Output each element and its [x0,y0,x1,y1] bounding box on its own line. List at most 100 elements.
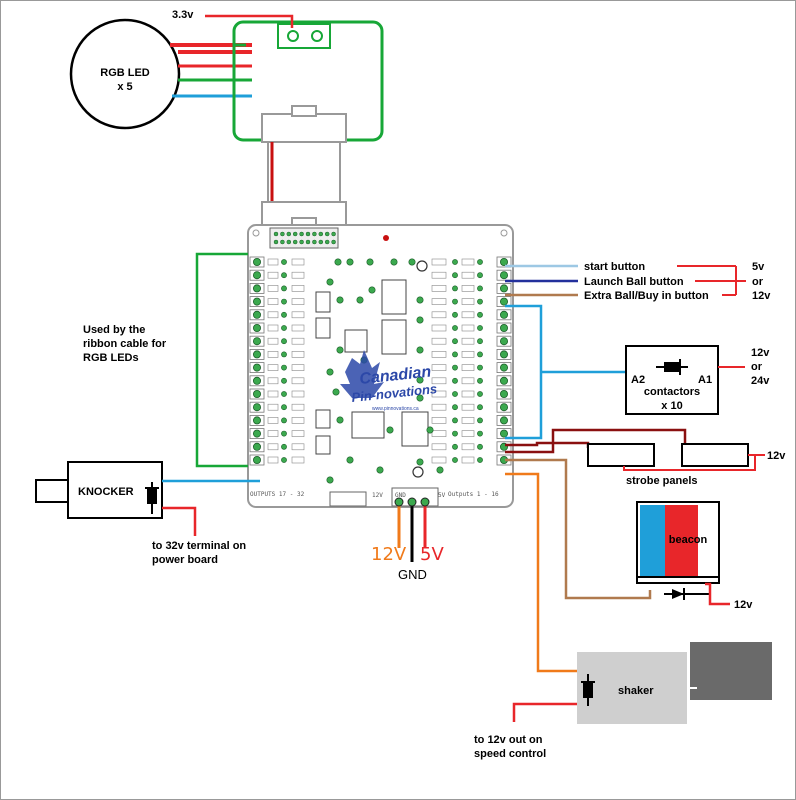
right-terminal-screw [499,257,508,266]
screw-right [311,30,323,42]
board-header-pins [273,231,336,245]
left-mosfet [291,324,305,332]
beacon-diode-icon [664,588,710,600]
ribbon-latch-top [291,105,317,117]
right-mosfet [431,364,447,371]
label-5v-power: 5V [420,544,444,565]
right-terminal-screw [499,350,508,359]
capacitor [416,260,428,272]
right-pad-inner [452,325,458,331]
label-btn-12v: 12v [752,290,771,302]
left-resistor [267,430,279,437]
ribbon-note-2: ribbon cable for [83,338,167,350]
right-pad-inner [452,404,458,411]
right-terminal-screw [499,323,508,332]
right-pad [477,364,483,371]
left-mosfet [291,337,305,345]
left-pad [281,417,287,424]
label-a1: A1 [698,374,712,386]
right-pad-inner [452,377,458,384]
rgb-led-count: x 5 [117,81,132,93]
board-led [383,235,389,241]
strobe-panel-1 [587,443,655,467]
right-terminal-screw [499,297,508,306]
component-pad [346,258,354,266]
right-pad [477,457,483,463]
component-pad [416,458,424,466]
left-terminal-screw [252,403,261,412]
left-pad [281,311,287,318]
left-resistor [267,271,279,279]
right-resistor [461,430,475,437]
right-terminal-screw [499,363,508,372]
label-extra-button: Extra Ball/Buy in button [584,290,709,302]
header-pin [312,231,317,237]
right-pad [477,325,483,331]
wire-3v3 [205,14,294,28]
right-mosfet [431,377,447,385]
right-resistor [461,443,475,451]
silk-pwr-12v: 12V [372,492,383,499]
wire-shaker [505,472,577,673]
header-pin [280,231,285,237]
board-chips [315,279,429,455]
label-strobe-12v: 12v [767,450,786,462]
screw-left [287,30,299,42]
label-contactors-count: x 10 [661,400,682,412]
header-pin [299,239,304,245]
left-pad [281,298,287,305]
left-resistor [267,377,279,385]
right-pad-inner [452,272,458,279]
right-resistor [461,298,475,305]
right-mosfet [431,285,447,292]
shaker-note-1: to 12v out on [474,734,543,746]
knocker-diode-icon [145,482,159,514]
left-pad [281,377,287,384]
left-terminal-screw [252,416,261,425]
component-pad [346,456,354,464]
component-pad [368,286,376,294]
header-pin [299,231,304,237]
component-pad [408,258,416,266]
left-resistor [267,311,279,319]
component-pad [416,346,424,354]
right-pad [477,377,483,384]
left-pad [281,338,287,345]
label-beacon-12v: 12v [734,599,753,611]
left-pad [281,457,287,463]
left-resistor [267,258,279,266]
right-resistor [461,403,475,411]
right-pad-inner [452,430,458,437]
left-terminal-screw [252,363,261,372]
component-pad [336,346,344,354]
left-mosfet [291,364,305,371]
bottom-connector-left [329,491,367,507]
right-pad-inner [452,285,458,292]
right-mosfet [431,258,447,266]
left-resistor [267,417,279,424]
right-terminal-screw [499,337,508,346]
button-supply-wires [677,265,746,296]
silk-outputs-right: Outputs 1 - 16 [448,491,499,498]
label-shaker: shaker [618,685,654,697]
left-pad [281,430,287,437]
right-pad [477,272,483,279]
right-pad [477,391,483,397]
left-terminal-screw [252,376,261,385]
right-resistor [461,311,475,319]
right-pad [477,404,483,411]
header-pin [318,239,324,245]
screw-terminal [277,23,331,49]
right-resistor [461,417,475,424]
wire-beacon-supply [705,582,730,606]
right-pad-inner [452,351,458,358]
header-pin [318,231,324,237]
left-mosfet [291,258,305,266]
left-mosfet [291,271,305,279]
label-btn-or: or [752,276,764,288]
left-resistor [267,285,279,292]
right-pad-inner [452,338,458,345]
left-pad [281,285,287,292]
label-start-button: start button [584,261,645,273]
